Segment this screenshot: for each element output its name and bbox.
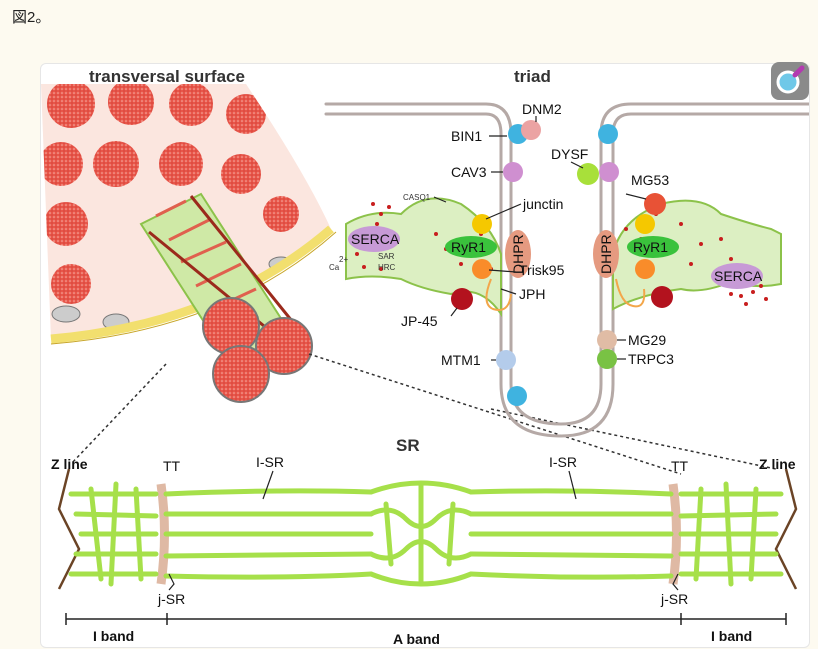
label-mtm1: MTM1 [441,352,481,368]
cav3-left-dot[interactable] [503,162,523,182]
label-mg29: MG29 [628,332,666,348]
jp45-right-dot[interactable] [651,286,673,308]
label-tt-right: TT [671,458,689,474]
figure-caption: 図2。 [12,9,51,26]
mg29-dot[interactable] [597,330,617,350]
label-zline-left: Z line [51,456,88,472]
label-zline-right: Z line [759,456,796,472]
leader-lines [433,116,647,361]
label-serca-right: SERCA [714,268,763,284]
ryr1-left[interactable] [445,236,497,258]
label-jph: JPH [519,286,545,302]
label-ca-charge: 2+ [339,255,348,264]
label-bin1: BIN1 [451,128,482,144]
protein-labels: BIN1 DNM2 CAV3 DYSF CASQ1 junctin MG53 T… [329,101,674,368]
sr-section: Z line Z line TT TT I-SR I-SR j-SR j-SR [51,454,798,607]
label-trisk95: Trisk95 [519,262,565,278]
label-junctin: junctin [522,196,563,212]
zoom-button[interactable] [771,62,809,100]
bin1-right-dot[interactable] [598,124,618,144]
tt-right [668,483,681,585]
projection-lines [70,353,777,475]
label-iband-right: I band [711,628,752,644]
trpc3-dot[interactable] [597,349,617,369]
label-sar: SAR [378,252,395,261]
band-scale: I band A band I band [65,613,787,647]
z-line-right [774,468,798,590]
z-line-left [57,468,81,590]
dnm2-dot[interactable] [521,120,541,140]
title-triad: triad [514,67,551,86]
label-dhpr-right: DHPR [598,234,614,274]
mg53-dot[interactable] [644,193,666,215]
junctin-right-dot[interactable] [635,214,655,234]
label-mg53: MG53 [631,172,669,188]
bin1-bottom-dot[interactable] [507,386,527,406]
dysf-dot[interactable] [577,163,599,185]
label-isr-left: I-SR [256,454,284,470]
junctin-dot[interactable] [472,214,492,234]
label-ryr1-left: RyR1 [451,239,486,255]
transversal-section [41,84,337,403]
label-jsr-right: j-SR [660,591,688,607]
label-tt-left: TT [163,458,181,474]
label-trpc3: TRPC3 [628,351,674,367]
trisk95-right-dot[interactable] [635,259,655,279]
label-jsr-left: j-SR [157,591,185,607]
label-hrc: HRC [378,263,396,272]
proteins-left: SERCA RyR1 DHPR [348,120,541,406]
dhpr-left[interactable] [505,230,531,278]
label-ca: Ca [329,263,340,272]
label-dhpr-left: DHPR [510,234,526,274]
dhpr-right[interactable] [593,230,619,278]
serca-left[interactable] [348,226,400,252]
label-isr-right: I-SR [549,454,577,470]
label-dysf: DYSF [551,146,588,162]
mtm1-dot[interactable] [496,350,516,370]
label-cav3: CAV3 [451,164,487,180]
label-jp45: JP-45 [401,313,438,329]
label-ryr1-right: RyR1 [633,239,668,255]
figure-panel: transversal surface triad SR [40,62,810,648]
title-sr: SR [396,436,420,455]
label-serca-left: SERCA [351,231,400,247]
jp45-dot[interactable] [451,288,473,310]
cav3-right-dot[interactable] [599,162,619,182]
t-tubule-membrane [324,102,809,438]
trisk95-dot[interactable] [472,259,492,279]
triad-diagram: transversal surface triad SR [41,67,809,647]
magnifier-icon [776,65,805,94]
ryr1-right[interactable] [627,236,679,258]
proteins-right: DHPR RyR1 SERCA [577,124,763,369]
label-dnm2: DNM2 [522,101,562,117]
label-aband: A band [393,631,440,647]
title-transversal-surface: transversal surface [89,67,245,86]
label-iband-left: I band [93,628,134,644]
serca-right[interactable] [711,263,763,289]
label-casq1: CASQ1 [403,193,431,202]
